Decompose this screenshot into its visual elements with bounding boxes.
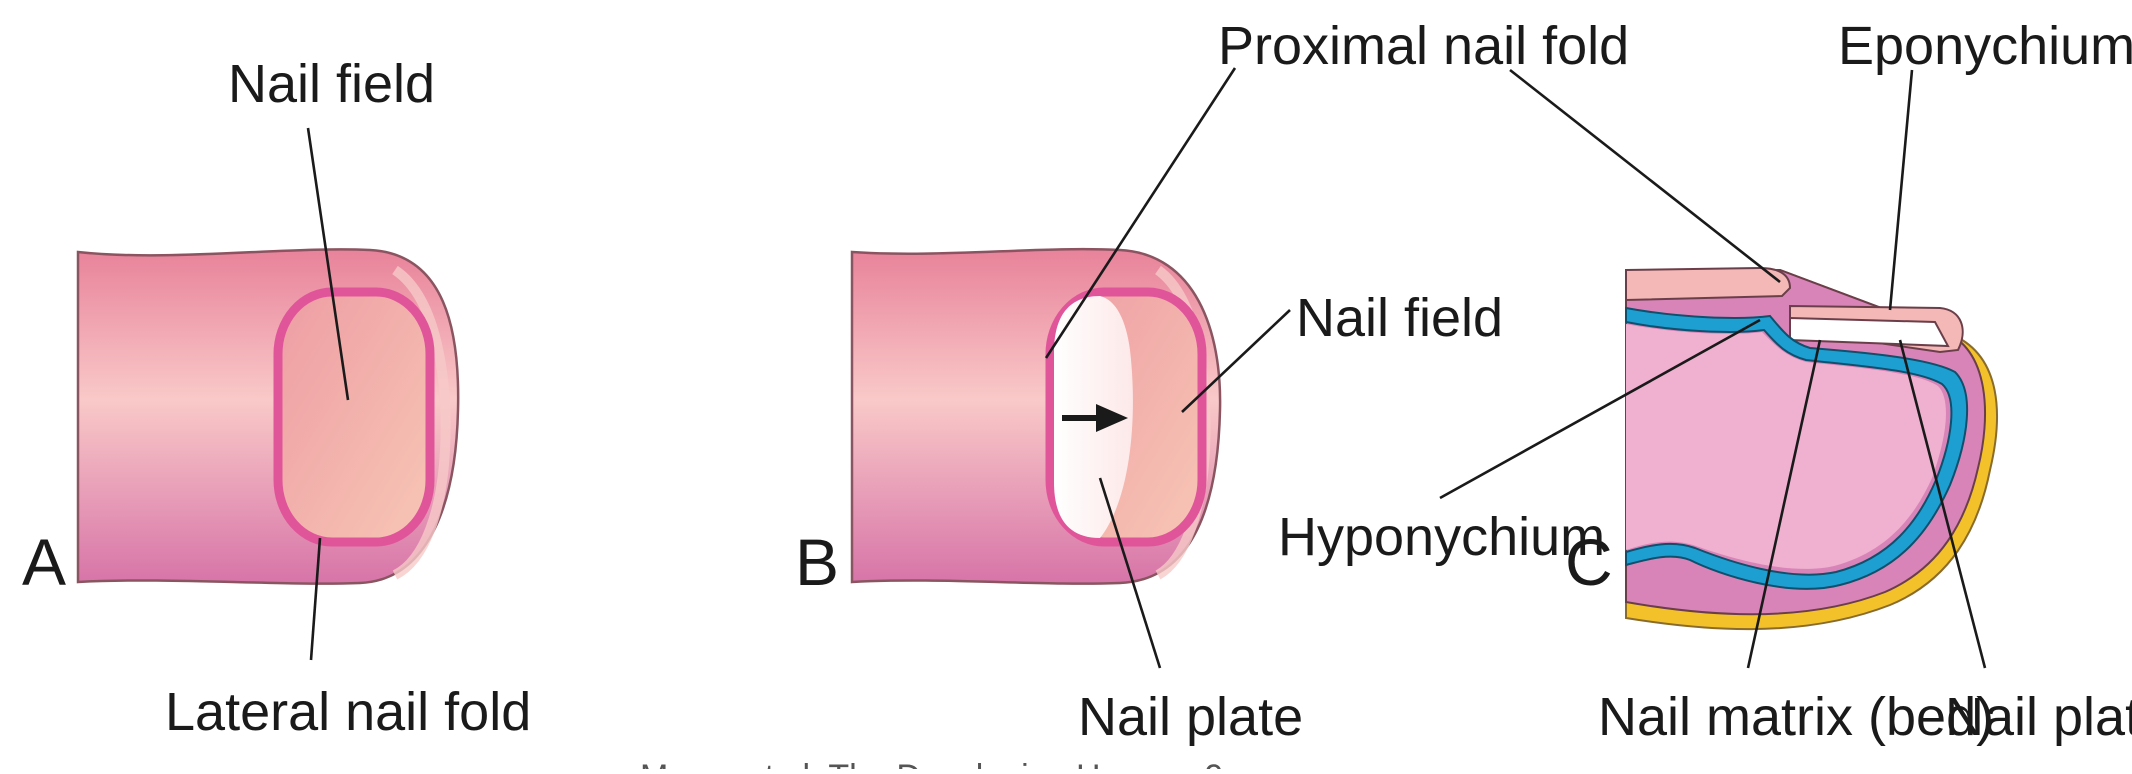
panel-letter-a: A: [22, 525, 66, 599]
label-nail-matrix: Nail matrix (bed): [1598, 687, 1994, 747]
leader-c-nail-matrix: [1746, 339, 1822, 669]
arrow-head: [1096, 404, 1128, 432]
leader-b-proximal-fold: [1044, 67, 1237, 359]
panel-b: Proximal nail fold Nail field Nail plate…: [795, 16, 1629, 747]
leader-b-nail-plate: [1098, 477, 1162, 669]
leader-c-eponychium: [1888, 69, 1914, 311]
label-b-nail-plate: Nail plate: [1078, 687, 1303, 747]
leader-c-nail-plate: [1898, 339, 1987, 669]
top-skin-band: [1625, 266, 1792, 302]
panel-c: Eponychium Hyponychium Nail matrix (bed)…: [1278, 16, 2132, 747]
blue-layer: [1625, 306, 1969, 590]
leader-a-nail-field: [306, 127, 350, 401]
label-proximal-nail-fold: Proximal nail fold: [1218, 16, 1629, 76]
figure-caption: Moore et al: The Developing Human, 9e: [640, 758, 1242, 769]
panel-letter-c: C: [1565, 525, 1613, 599]
leader-c-proximal-fold: [1509, 68, 1781, 284]
label-a-lateral-nail-fold: Lateral nail fold: [165, 682, 531, 742]
nail-field-a: [273, 287, 435, 547]
panel-a: Nail field Lateral nail fold A: [22, 54, 531, 742]
leader-c-hyponychium: [1439, 318, 1761, 500]
panel-letter-b: B: [795, 525, 839, 599]
label-b-nail-field: Nail field: [1296, 288, 1503, 348]
leader-b-nail-field: [1181, 309, 1291, 413]
label-hyponychium: Hyponychium: [1278, 507, 1605, 567]
dermis-interior: [1626, 324, 1946, 569]
label-eponychium: Eponychium: [1838, 16, 2132, 76]
label-c-nail-plate: Nail plate: [1945, 687, 2132, 747]
fingertip-a-highlight: [392, 265, 451, 580]
nail-plate-c: [1789, 316, 1950, 348]
leader-a-lateral-fold: [309, 537, 322, 661]
label-a-nail-field: Nail field: [228, 54, 435, 114]
